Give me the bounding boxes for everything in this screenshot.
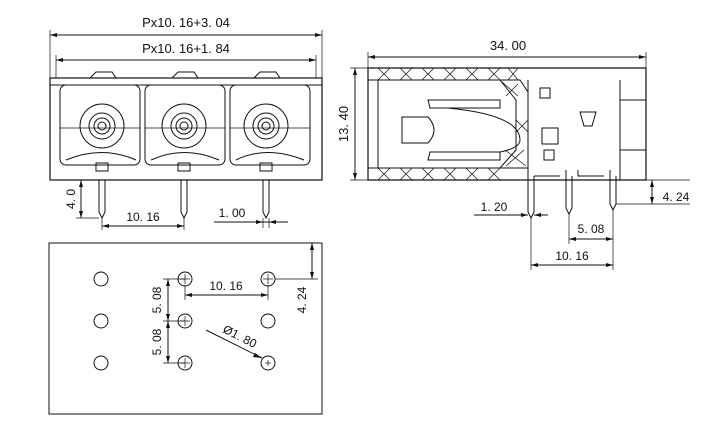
pcb-pitch-label: 10. 16 <box>209 279 243 293</box>
pcb-hole <box>260 313 276 329</box>
pin-width-label: 1. 00 <box>219 206 246 220</box>
side-height-label: 13. 40 <box>336 106 351 142</box>
pcb-hole <box>93 313 109 329</box>
terminal-3 <box>229 71 311 172</box>
pin-offset-label: 4. 24 <box>663 190 690 204</box>
hatch-bottom <box>377 167 501 181</box>
pcb-hole <box>260 355 276 371</box>
pcb-layout: 10. 16 5. 08 5. 08 4. 24 Ø1. 80 <box>48 242 323 415</box>
pcb-outline <box>48 242 323 415</box>
pcb-row-pitch-lower-label: 5. 08 <box>150 328 164 355</box>
pcb-row-pitch-upper-label: 5. 08 <box>150 286 164 313</box>
pcb-hole <box>93 271 109 287</box>
side-view: 34. 00 13. 40 <box>336 38 690 270</box>
side-housing <box>367 67 647 181</box>
hatch-top <box>377 67 519 81</box>
row-pitch-label: 5. 08 <box>578 222 605 236</box>
terminal-1 <box>59 71 141 172</box>
front-view: Px10. 16+3. 04 Px10. 16+1. 84 <box>49 15 323 230</box>
pin-thickness-label: 1. 20 <box>481 200 508 214</box>
front-pitch-label: 10. 16 <box>126 210 160 224</box>
inner-width-label: Px10. 16+1. 84 <box>142 41 230 56</box>
pin-length-label: 4. 0 <box>64 189 78 209</box>
pcb-hole <box>93 355 109 371</box>
pin-span-label: 10. 16 <box>555 249 589 263</box>
overall-width-label: Px10. 16+3. 04 <box>142 15 230 30</box>
terminal-2 <box>144 71 226 172</box>
side-length-label: 34. 00 <box>490 38 526 53</box>
pcb-edge-offset-label: 4. 24 <box>295 286 309 313</box>
